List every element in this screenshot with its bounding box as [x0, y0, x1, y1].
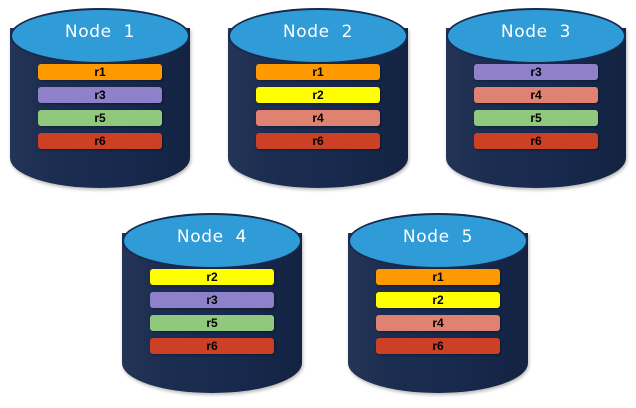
replica-bar-r1[interactable]: r1 — [256, 64, 380, 80]
replica-label-r4: r4 — [432, 316, 444, 330]
node-title-2: Node 2 — [282, 22, 354, 42]
node-title-5: Node 5 — [402, 227, 474, 247]
replica-bar-r5[interactable]: r5 — [38, 110, 162, 126]
replica-label-r1: r1 — [312, 65, 324, 79]
replica-bar-r6[interactable]: r6 — [474, 133, 598, 149]
node-cylinder-5[interactable]: Node 5 r1 r2 r4 r6 — [348, 213, 528, 393]
replica-label-r4: r4 — [530, 88, 542, 102]
replica-bar-r2[interactable]: r2 — [256, 87, 380, 103]
replica-label-r3: r3 — [206, 293, 218, 307]
replica-bar-r5[interactable]: r5 — [150, 315, 274, 331]
replica-list-5: r1 r2 r4 r6 — [376, 269, 500, 361]
replica-bar-r1[interactable]: r1 — [376, 269, 500, 285]
replica-label-r6: r6 — [206, 339, 218, 353]
replica-bar-r3[interactable]: r3 — [474, 64, 598, 80]
replica-bar-r6[interactable]: r6 — [256, 133, 380, 149]
node-cylinder-1[interactable]: Node 1 r1 r3 r5 r6 — [10, 8, 190, 188]
replica-label-r4: r4 — [312, 111, 324, 125]
node-top-ellipse-2 — [228, 8, 408, 64]
replica-label-r2: r2 — [312, 88, 324, 102]
replica-label-r2: r2 — [206, 270, 218, 284]
replica-list-2: r1 r2 r4 r6 — [256, 64, 380, 156]
replica-bar-r2[interactable]: r2 — [376, 292, 500, 308]
replica-label-r1: r1 — [432, 270, 444, 284]
replica-label-r2: r2 — [432, 293, 444, 307]
replica-label-r6: r6 — [312, 134, 324, 148]
node-title-1: Node 1 — [64, 22, 136, 42]
replica-label-r1: r1 — [94, 65, 106, 79]
node-top-ellipse-3 — [446, 8, 626, 64]
replica-list-3: r3 r4 r5 r6 — [474, 64, 598, 156]
replica-label-r3: r3 — [530, 65, 542, 79]
node-top-ellipse-5 — [348, 213, 528, 269]
replica-label-r6: r6 — [530, 134, 542, 148]
replica-bar-r3[interactable]: r3 — [38, 87, 162, 103]
node-cylinder-3[interactable]: Node 3 r3 r4 r5 r6 — [446, 8, 626, 188]
replica-bar-r2[interactable]: r2 — [150, 269, 274, 285]
replica-bar-r6[interactable]: r6 — [150, 338, 274, 354]
node-title-3: Node 3 — [500, 22, 572, 42]
replica-label-r6: r6 — [432, 339, 444, 353]
node-title-4: Node 4 — [176, 227, 248, 247]
replica-label-r5: r5 — [206, 316, 218, 330]
replica-list-1: r1 r3 r5 r6 — [38, 64, 162, 156]
node-cylinder-4[interactable]: Node 4 r2 r3 r5 r6 — [122, 213, 302, 393]
node-top-ellipse-1 — [10, 8, 190, 64]
node-cylinder-2[interactable]: Node 2 r1 r2 r4 r6 — [228, 8, 408, 188]
replica-label-r5: r5 — [94, 111, 106, 125]
replica-label-r6: r6 — [94, 134, 106, 148]
replica-bar-r5[interactable]: r5 — [474, 110, 598, 126]
node-top-ellipse-4 — [122, 213, 302, 269]
replica-bar-r3[interactable]: r3 — [150, 292, 274, 308]
replica-bar-r4[interactable]: r4 — [474, 87, 598, 103]
replica-bar-r6[interactable]: r6 — [376, 338, 500, 354]
replica-label-r5: r5 — [530, 111, 542, 125]
replica-bar-r6[interactable]: r6 — [38, 133, 162, 149]
replica-list-4: r2 r3 r5 r6 — [150, 269, 274, 361]
replica-bar-r1[interactable]: r1 — [38, 64, 162, 80]
replica-bar-r4[interactable]: r4 — [376, 315, 500, 331]
replica-label-r3: r3 — [94, 88, 106, 102]
replica-bar-r4[interactable]: r4 — [256, 110, 380, 126]
